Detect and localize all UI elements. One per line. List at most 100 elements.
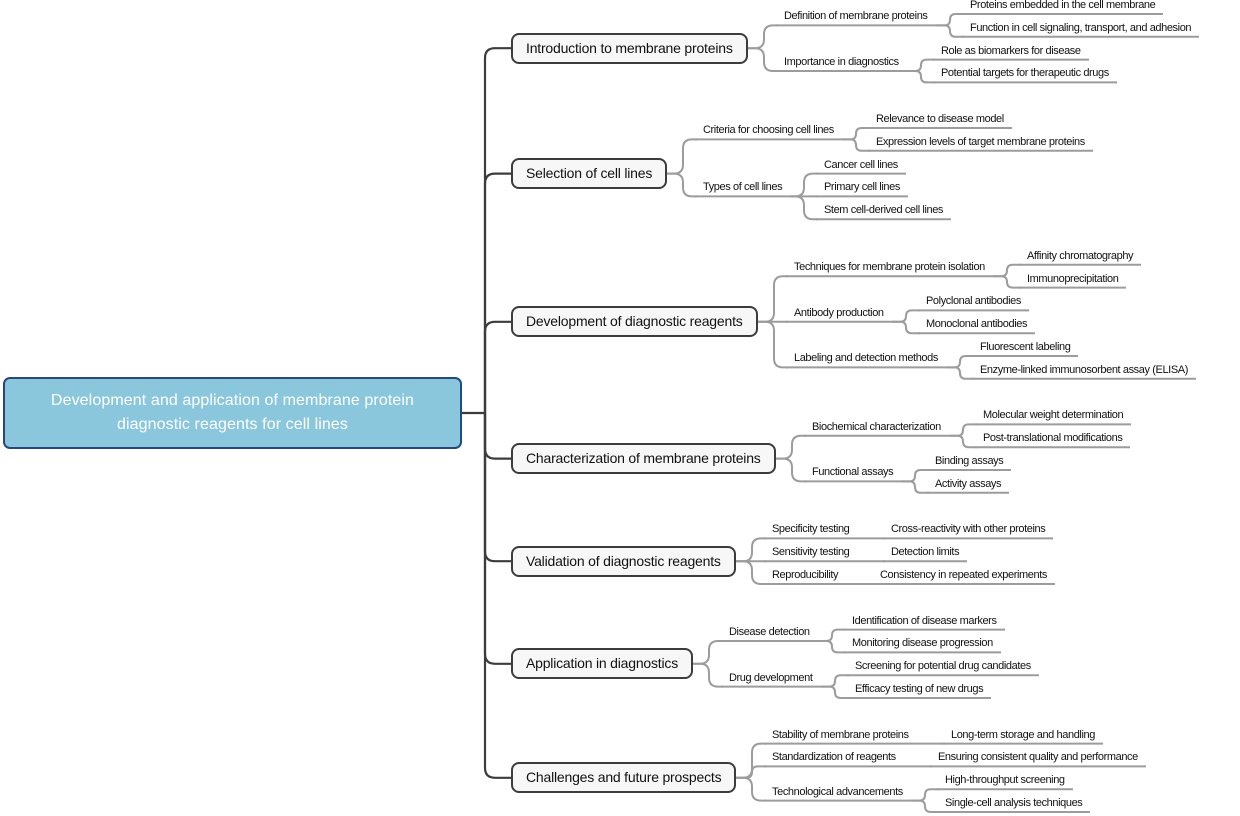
leaf-node-2-1-0[interactable]: Polyclonal antibodies xyxy=(926,295,1021,308)
connector-line xyxy=(936,13,964,27)
connector-line xyxy=(758,320,788,369)
leaf-node-5-1-1[interactable]: Efficacy testing of new drugs xyxy=(855,683,984,695)
connector-line xyxy=(736,560,766,585)
leaf-node-2-2-1[interactable]: Enzyme-linked immunosorbent assay (ELISA… xyxy=(980,363,1188,376)
connector-line xyxy=(901,480,929,494)
connector-line xyxy=(907,58,935,72)
connector-line xyxy=(758,275,788,323)
connector-line xyxy=(818,628,846,642)
leaf-node-2-1-1[interactable]: Monoclonal antibodies xyxy=(926,318,1028,331)
branch-node-5[interactable]: Application in diagnostics xyxy=(511,648,694,680)
leaf-node-2-2-0[interactable]: Fluorescent labeling xyxy=(980,341,1071,353)
subtopic-node-4-2[interactable]: Reproducibility xyxy=(772,569,839,581)
connector-line xyxy=(748,47,778,72)
subtopic-node-4-1[interactable]: Sensitivity testing xyxy=(772,546,850,559)
leaf-node-6-1-0[interactable]: Ensuring consistent quality and performa… xyxy=(938,751,1138,764)
leaf-node-1-0-0[interactable]: Relevance to disease model xyxy=(876,113,1004,125)
subtopic-node-6-1[interactable]: Standardization of reagents xyxy=(772,751,896,764)
leaf-node-6-0-0[interactable]: Long-term storage and handling xyxy=(951,728,1095,741)
leaf-node-5-1-0[interactable]: Screening for potential drug candidates xyxy=(855,660,1031,673)
leaf-node-6-2-0[interactable]: High-throughput screening xyxy=(945,774,1065,787)
connector-line xyxy=(907,70,935,84)
subtopic-node-1-0[interactable]: Criteria for choosing cell lines xyxy=(703,124,834,137)
subtopic-node-1-1[interactable]: Types of cell lines xyxy=(703,181,783,194)
leaf-node-0-0-0[interactable]: Proteins embedded in the cell membrane xyxy=(970,0,1156,11)
leaf-node-1-1-0[interactable]: Cancer cell lines xyxy=(824,158,898,171)
leaf-node-1-1-1[interactable]: Primary cell lines xyxy=(824,181,900,194)
connector-line xyxy=(790,172,818,198)
connector-line xyxy=(748,24,778,50)
leaf-node-4-2-0[interactable]: Consistency in repeated experiments xyxy=(880,569,1047,581)
connector-line xyxy=(946,366,974,380)
connector-line xyxy=(821,685,849,699)
connector-line xyxy=(736,537,766,563)
leaf-node-2-0-0[interactable]: Affinity chromatography xyxy=(1027,249,1134,262)
subtopic-node-6-2[interactable]: Technological advancements xyxy=(772,785,903,798)
subtopic-node-3-0[interactable]: Biochemical characterization xyxy=(812,420,941,433)
connector-line xyxy=(776,434,806,460)
root-node[interactable]: Development and application of membrane … xyxy=(3,377,462,449)
connector-line xyxy=(483,413,511,779)
connector-line xyxy=(842,138,870,152)
subtopic-node-3-1[interactable]: Functional assays xyxy=(812,466,894,479)
connector-line xyxy=(483,172,511,413)
connector-line xyxy=(736,776,766,802)
connector-line xyxy=(483,413,511,563)
connector-line xyxy=(818,640,846,654)
connector-line xyxy=(776,457,806,483)
connector-line xyxy=(949,434,977,449)
leaf-node-3-0-0[interactable]: Molecular weight determination xyxy=(983,409,1124,422)
connector-line xyxy=(483,47,511,413)
subtopic-node-5-1[interactable]: Drug development xyxy=(729,671,813,684)
leaf-node-0-1-1[interactable]: Potential targets for therapeutic drugs xyxy=(941,67,1109,80)
connector-line xyxy=(483,413,511,460)
leaf-node-1-0-1[interactable]: Expression levels of target membrane pro… xyxy=(876,135,1085,148)
leaf-node-4-0-0[interactable]: Cross-reactivity with other proteins xyxy=(891,523,1046,536)
branch-node-2[interactable]: Development of diagnostic reagents xyxy=(511,306,758,338)
connector-line xyxy=(949,423,977,437)
leaf-node-2-0-1[interactable]: Immunoprecipitation xyxy=(1027,272,1119,285)
leaf-node-4-1-0[interactable]: Detection limits xyxy=(891,546,960,559)
connector-line xyxy=(911,788,939,802)
leaf-node-3-1-1[interactable]: Activity assays xyxy=(935,477,1002,490)
leaf-node-3-1-0[interactable]: Binding assays xyxy=(935,455,1004,467)
connector-line xyxy=(993,263,1021,278)
subtopic-node-2-0[interactable]: Techniques for membrane protein isolatio… xyxy=(794,261,985,274)
leaf-node-3-0-1[interactable]: Post-translational modifications xyxy=(983,432,1123,445)
connector-line xyxy=(946,355,974,369)
branch-node-6[interactable]: Challenges and future prospects xyxy=(511,762,737,794)
leaf-node-5-0-1[interactable]: Monitoring disease progression xyxy=(852,637,993,650)
connector-line xyxy=(667,138,697,175)
subtopic-node-0-1[interactable]: Importance in diagnostics xyxy=(784,56,899,68)
connector-line xyxy=(993,275,1021,289)
connector-line xyxy=(667,172,697,198)
branch-node-1[interactable]: Selection of cell lines xyxy=(511,158,668,190)
connector-line xyxy=(911,799,939,813)
leaf-node-1-1-2[interactable]: Stem cell-derived cell lines xyxy=(824,204,944,217)
connector-line xyxy=(936,24,964,38)
branch-node-4[interactable]: Validation of diagnostic reagents xyxy=(511,545,736,577)
connector-line xyxy=(693,640,723,665)
subtopic-node-5-0[interactable]: Disease detection xyxy=(729,626,810,638)
connector-line xyxy=(821,674,849,688)
connector-line xyxy=(892,309,920,323)
connector-line xyxy=(901,469,929,483)
connector-line xyxy=(790,195,818,221)
subtopic-node-4-0[interactable]: Specificity testing xyxy=(772,523,850,536)
branch-node-0[interactable]: Introduction to membrane proteins xyxy=(511,32,748,64)
subtopic-node-6-0[interactable]: Stability of membrane proteins xyxy=(772,728,909,741)
connector-line xyxy=(483,320,511,413)
subtopic-node-2-2[interactable]: Labeling and detection methods xyxy=(794,352,938,365)
leaf-node-5-0-0[interactable]: Identification of disease markers xyxy=(852,614,997,627)
subtopic-node-2-1[interactable]: Antibody production xyxy=(794,306,884,319)
subtopic-node-0-0[interactable]: Definition of membrane proteins xyxy=(784,10,928,23)
connector-line xyxy=(693,662,723,688)
leaf-node-6-2-1[interactable]: Single-cell analysis techniques xyxy=(945,797,1083,809)
connector-line xyxy=(736,765,766,779)
branch-node-3[interactable]: Characterization of membrane proteins xyxy=(511,443,776,475)
leaf-node-0-0-1[interactable]: Function in cell signaling, transport, a… xyxy=(970,21,1192,34)
leaf-node-0-1-0[interactable]: Role as biomarkers for disease xyxy=(941,44,1081,57)
connector-line xyxy=(483,413,511,665)
